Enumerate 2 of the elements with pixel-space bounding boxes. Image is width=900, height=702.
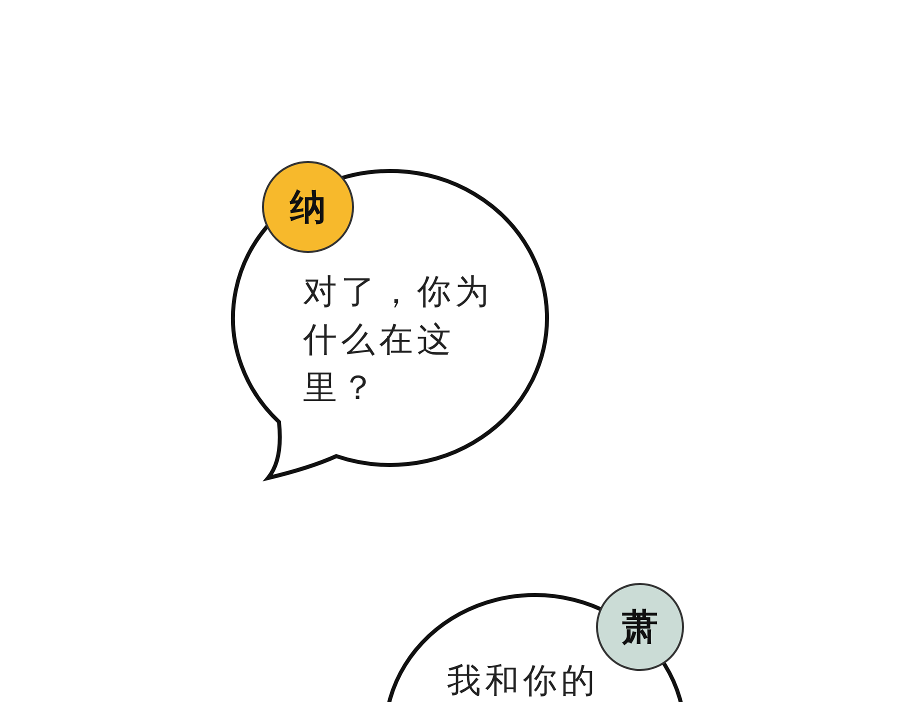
dialogue-text: 对了，你为什么在这里？ xyxy=(303,271,494,410)
speaker-badge: 萧 xyxy=(596,583,684,671)
